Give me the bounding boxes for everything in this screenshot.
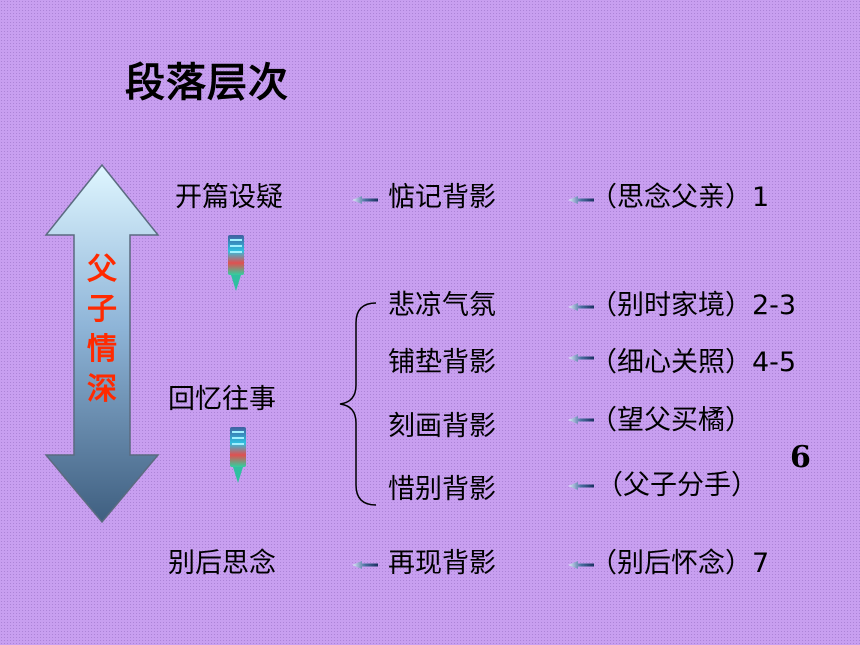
- group-number: 6: [790, 440, 811, 475]
- topic: 刻画背影: [388, 411, 496, 442]
- topic: 惜别背影: [388, 474, 496, 505]
- double-arrow: [44, 163, 160, 524]
- small-arrows: [352, 196, 594, 569]
- topic: 悲凉气氛: [388, 290, 496, 321]
- down-arrow-icon: [228, 235, 244, 291]
- section-name: 回忆往事: [168, 384, 276, 415]
- topic: 惦记背影: [388, 182, 496, 213]
- page-title: 段落层次: [125, 60, 289, 106]
- section-name: 别后思念: [168, 548, 276, 579]
- detail: （思念父亲）1: [590, 182, 770, 213]
- section-name: 开篇设疑: [175, 182, 283, 213]
- topic: 再现背影: [388, 548, 496, 579]
- side-label-char: 情: [87, 332, 117, 367]
- topic: 铺垫背影: [388, 347, 496, 378]
- down-arrow-icon: [230, 427, 246, 483]
- side-label-char: 深: [87, 372, 117, 407]
- detail: （望父买橘）: [590, 405, 752, 436]
- detail: （别后怀念）7: [590, 548, 770, 579]
- side-label: 父 子 情 深: [82, 250, 122, 410]
- detail: （父子分手）: [596, 470, 758, 501]
- side-label-char: 子: [87, 292, 117, 327]
- curly-brace: [339, 302, 377, 506]
- detail: （别时家境）2-3: [590, 290, 797, 321]
- side-label-char: 父: [87, 252, 117, 287]
- detail: （细心关照）4-5: [590, 347, 797, 378]
